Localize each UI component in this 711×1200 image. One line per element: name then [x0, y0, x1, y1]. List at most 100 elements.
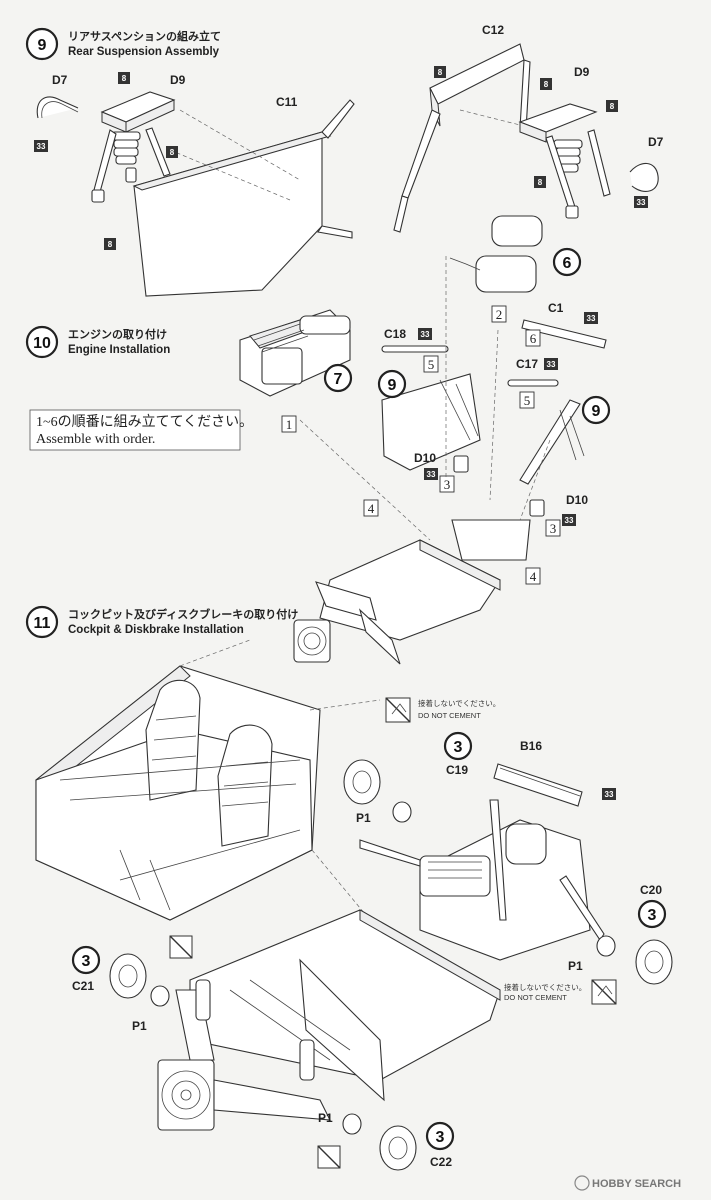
sub-ref-3-c21: 3 — [82, 953, 91, 970]
assembly-order-note: 1~6の順番に組み立ててください。 Assemble with order. — [29, 409, 253, 451]
svg-text:8: 8 — [122, 74, 127, 83]
label-d7-right: D7 — [648, 135, 664, 149]
svg-text:8: 8 — [438, 68, 443, 77]
label-b16: B16 — [520, 739, 542, 753]
step-11-circle — [25, 605, 59, 639]
do-not-cement-right: 接着しないでください。 DO NOT CEMENT — [504, 979, 617, 1005]
rear-chassis-step11 — [359, 799, 605, 961]
watermark: HOBBY SEARCH — [574, 1175, 681, 1191]
step-9-header: 9 リアサスペンションの組み立て Rear Suspension Assembl… — [25, 27, 221, 61]
c17-bar — [507, 379, 559, 387]
rear-chassis-step10 — [293, 256, 551, 665]
engine-subassembly: 7 — [239, 309, 353, 397]
rear-frame-c12: C12 — [393, 23, 541, 233]
c20-disc — [635, 939, 673, 985]
step-11-title-en: Cockpit & Diskbrake Installation — [68, 624, 244, 636]
part-c18: C18 33 — [381, 327, 449, 353]
radiator-11 — [157, 1059, 215, 1131]
cockpit-tub — [35, 639, 381, 921]
step-10-title-en: Engine Installation — [68, 344, 170, 356]
shock-spring-right — [553, 139, 583, 173]
order-markers: 1 2 3 3 4 4 5 5 6 — [281, 305, 561, 585]
svg-text:8: 8 — [544, 80, 549, 89]
step-10-title-jp: エンジンの取り付け — [68, 327, 167, 341]
sub-ref-6: 6 — [563, 255, 572, 272]
brake-c22: P1 3 C22 — [317, 1111, 455, 1171]
label-d9-right: D9 — [574, 65, 590, 79]
sub-ref-3-c20: 3 — [648, 907, 657, 924]
seat-right — [217, 724, 273, 847]
b16-bar — [493, 763, 583, 807]
brake-c19: 3 C19 P1 — [343, 731, 473, 825]
label-c17: C17 — [516, 357, 538, 371]
sub-ref-3-c20-circle — [637, 899, 667, 929]
svg-text:33: 33 — [637, 198, 646, 207]
order-4-left: 4 — [368, 501, 375, 516]
dnc-right-en: DO NOT CEMENT — [504, 993, 567, 1002]
seat-left — [145, 679, 201, 801]
svg-text:33: 33 — [547, 360, 556, 369]
shock-spring-left — [111, 131, 141, 165]
rear-suspension-left: D7 D9 — [36, 73, 186, 203]
sub-ref-9-left: 9 — [388, 377, 397, 394]
front-suspension — [157, 979, 331, 1131]
label-d10-left: D10 — [414, 451, 436, 465]
sub-ref-9-right: 9 — [592, 403, 601, 420]
brake-c20: C20 3 P1 — [568, 883, 673, 985]
svg-text:8: 8 — [538, 178, 543, 187]
label-c18: C18 — [384, 327, 406, 341]
p1-top — [392, 801, 412, 823]
sub-ref-3-c19: 3 — [454, 739, 463, 756]
svg-text:33: 33 — [605, 790, 614, 799]
sub-ref-3-c19-circle — [443, 731, 473, 761]
sub-ref-7: 7 — [334, 371, 343, 388]
sub-ref-3-c22-circle — [425, 1121, 455, 1151]
exhaust-11 — [505, 823, 547, 865]
rear-frame-11 — [419, 819, 591, 961]
note-jp: 1~6の順番に組み立ててください。 — [36, 414, 253, 430]
label-c20: C20 — [640, 883, 662, 897]
rear-bulkhead-c11: C11 — [132, 95, 355, 297]
svg-text:33: 33 — [565, 516, 574, 525]
step-9-circle — [25, 27, 59, 61]
dnc-top-jp: 接着しないでください。 — [418, 698, 500, 708]
p1-left — [150, 985, 170, 1007]
d7-link-right — [629, 162, 659, 192]
c12-frame-mini — [519, 399, 581, 485]
radiator-10 — [293, 619, 331, 663]
label-p1-left: P1 — [132, 1019, 147, 1033]
c18-bar — [381, 345, 449, 353]
label-p1-right: P1 — [568, 959, 583, 973]
engine-11 — [419, 855, 491, 897]
rear-suspension-right: D9 D7 — [518, 65, 664, 219]
order-1: 1 — [286, 417, 293, 432]
sub-ref-3-c21-circle — [71, 945, 101, 975]
label-d7-left: D7 — [52, 73, 68, 87]
order-2: 2 — [496, 307, 503, 322]
svg-text:8: 8 — [610, 102, 615, 111]
svg-text:33: 33 — [427, 470, 436, 479]
svg-text:8: 8 — [108, 240, 113, 249]
step-10-header: 10 エンジンの取り付け Engine Installation — [25, 325, 170, 359]
c1-bar — [521, 319, 607, 349]
c11-bulkhead-mini — [381, 373, 481, 471]
label-c11: C11 — [276, 95, 298, 109]
watermark-text: HOBBY SEARCH — [592, 1178, 681, 1190]
label-c1: C1 — [548, 301, 564, 315]
label-c22: C22 — [430, 1155, 452, 1169]
part-c17: C17 33 — [507, 357, 559, 387]
do-not-cement-top: 接着しないでください。 DO NOT CEMENT — [385, 697, 500, 723]
label-c21: C21 — [72, 979, 94, 993]
note-en: Assemble with order. — [36, 432, 155, 447]
bulkhead-subassembly-left: 9 D10 33 — [377, 369, 481, 480]
label-c19: C19 — [446, 763, 468, 777]
label-c12: C12 — [482, 23, 504, 37]
part-b16: B16 33 — [493, 739, 616, 807]
label-p1-top: P1 — [356, 811, 371, 825]
d7-link-left — [36, 96, 79, 119]
sub-ref-9-right-circle — [581, 395, 611, 425]
c21-disc — [109, 953, 147, 999]
svg-text:33: 33 — [587, 314, 596, 323]
p1-bottom — [342, 1113, 362, 1135]
